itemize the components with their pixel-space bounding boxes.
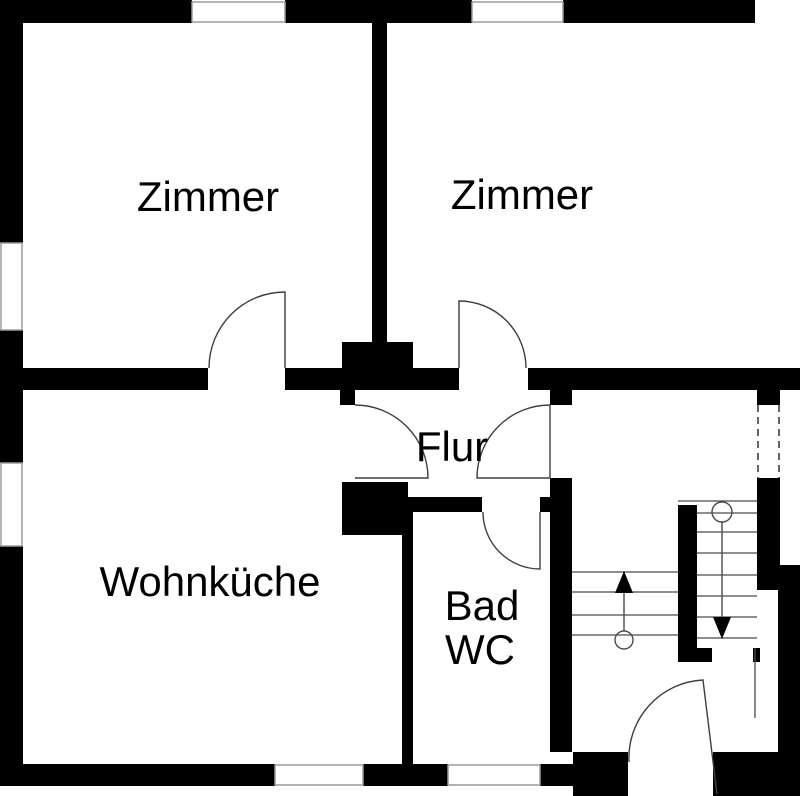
wall-stairhall-left <box>550 478 572 752</box>
door-arc-wohnkueche <box>354 404 429 479</box>
wall-stair-rail-block <box>753 648 760 662</box>
stairwell-window-opening <box>757 405 780 478</box>
wall-bad-top <box>402 497 482 512</box>
window-top-zimmer2 <box>471 1 564 23</box>
window-top-zimmer1 <box>191 1 286 23</box>
wall-mid-left <box>23 368 208 390</box>
wall-spine-foot <box>697 648 712 662</box>
window-left-zimmer1 <box>0 242 23 331</box>
door-arc-stairhall <box>476 404 551 479</box>
wall-right-step <box>757 565 800 590</box>
door-arc-zimmer2 <box>458 300 527 369</box>
wall-left-mid <box>0 330 23 463</box>
stairs-up-arrow <box>615 571 633 593</box>
door-arc-entrance <box>628 679 718 795</box>
wall-mid-right <box>528 368 800 390</box>
window-bottom-wohnkueche <box>274 764 364 786</box>
wall-left-bottom <box>0 546 23 765</box>
wall-wk-door-stub <box>340 390 355 405</box>
wall-bad-left <box>402 497 413 765</box>
wall-right-stub <box>757 390 780 405</box>
wall-mid-center <box>285 368 459 390</box>
windows-layer <box>0 1 564 786</box>
room-label-wohnkueche: Wohnküche <box>99 558 320 605</box>
wall-bottom-1 <box>0 764 275 786</box>
wall-bottom-3 <box>540 764 573 786</box>
window-left-wohnkueche <box>0 462 23 547</box>
wall-wk-bad-block <box>342 482 408 535</box>
wall-zimmer-divider <box>372 23 387 342</box>
wall-left-top <box>0 0 23 243</box>
wall-bottom-2 <box>363 764 448 786</box>
room-label-wc: WC <box>445 626 515 673</box>
wall-right-mid <box>757 478 780 590</box>
room-label-flur: Flur <box>416 423 488 470</box>
door-arc-zimmer1 <box>208 291 286 369</box>
door-arc-bad <box>482 511 541 570</box>
labels-layer: Zimmer Zimmer Flur Wohnküche Bad WC <box>99 171 593 673</box>
doors-layer <box>208 291 718 795</box>
wall-stair-bottom-right <box>713 752 800 796</box>
wall-right-lower <box>778 590 800 752</box>
walkline-start-circle-up <box>614 630 634 650</box>
room-label-zimmer2: Zimmer <box>451 171 593 218</box>
wall-top-3 <box>563 0 755 23</box>
wall-top-2 <box>285 0 472 23</box>
wall-stairhall-left-stub <box>550 390 572 405</box>
stairs-layer <box>572 500 757 718</box>
wall-stair-bottom-left <box>573 752 628 796</box>
walkline-start-circle-down <box>711 501 733 523</box>
window-bottom-bad <box>447 764 541 786</box>
wall-top-1 <box>0 0 192 23</box>
stairs-down-arrow <box>713 617 731 639</box>
room-label-zimmer1: Zimmer <box>137 173 279 220</box>
room-label-bad: Bad <box>445 582 520 629</box>
wall-bad-door-stub <box>540 497 550 512</box>
dashed-opening-layer <box>757 405 780 478</box>
wall-chimney-block <box>342 342 413 368</box>
wall-stair-spine <box>678 505 697 662</box>
